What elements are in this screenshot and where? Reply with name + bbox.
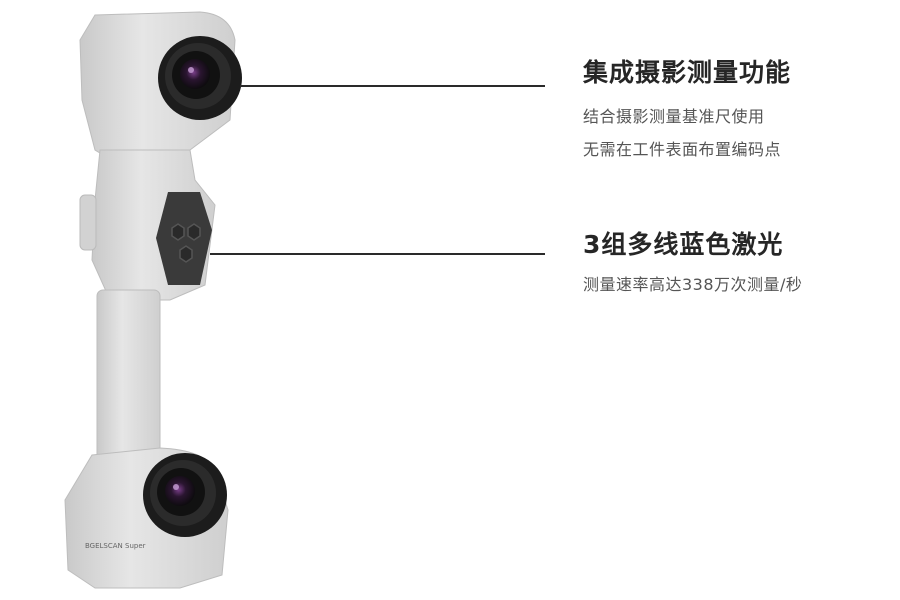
feature-desc-line: 无需在工件表面布置编码点 bbox=[583, 140, 782, 159]
laser-module bbox=[156, 192, 212, 285]
feature-title: 集成摄影测量功能 bbox=[583, 58, 792, 87]
feature-title: 3组多线蓝色激光 bbox=[583, 230, 784, 259]
feature-desc-line: 结合摄影测量基准尺使用 bbox=[583, 107, 765, 126]
laser-emitter-1 bbox=[171, 223, 185, 241]
feature-blue-laser: 3组多线蓝色激光 测量速率高达338万次测量/秒 bbox=[583, 228, 802, 298]
bottom-camera-lens bbox=[143, 453, 227, 537]
feature-desc-line: 测量速率高达338万次测量/秒 bbox=[583, 275, 803, 294]
leader-line-photogrammetry bbox=[240, 85, 545, 87]
laser-emitter-2 bbox=[187, 223, 201, 241]
side-button bbox=[79, 194, 97, 251]
model-label: BGELSCAN Super bbox=[85, 542, 146, 550]
scanner-handle bbox=[96, 289, 161, 461]
feature-photogrammetry: 集成摄影测量功能 结合摄影测量基准尺使用 无需在工件表面布置编码点 bbox=[583, 56, 791, 163]
top-camera-lens bbox=[158, 36, 242, 120]
scanner-device-illustration: BGELSCAN Super bbox=[64, 11, 242, 589]
laser-emitter-3 bbox=[179, 245, 193, 263]
leader-line-laser bbox=[210, 253, 545, 255]
